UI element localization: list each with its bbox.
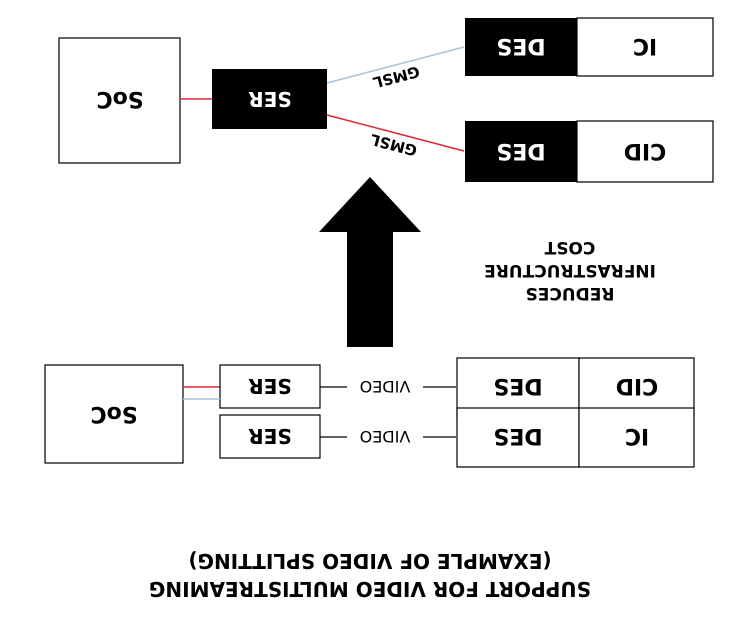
before-video-label-ic: VIDEO bbox=[360, 427, 411, 446]
caption-subtitle: (EXAMPLE OF VIDEO SPLITTING) bbox=[188, 549, 551, 573]
after-gmsl-line-cid bbox=[326, 114, 465, 152]
before-video-label-cid: VIDEO bbox=[360, 377, 411, 396]
after-soc-box bbox=[58, 37, 181, 164]
after-sink-box-cid bbox=[576, 120, 714, 183]
transition-arrow bbox=[319, 177, 421, 347]
before-ser-box-cid bbox=[219, 364, 321, 409]
after-ser-box[interactable] bbox=[212, 69, 327, 129]
after-gmsl-label-cid: GMSL bbox=[368, 130, 419, 160]
after-soc-label: SoC bbox=[96, 86, 143, 111]
before-des-box-ic bbox=[456, 407, 580, 468]
before-ser-label-cid: SER bbox=[248, 374, 291, 398]
after-des-label-cid: DES bbox=[496, 138, 545, 163]
before-des-box-cid bbox=[456, 357, 580, 418]
before-des-label-cid: DES bbox=[493, 373, 542, 398]
transition-line-3: COST bbox=[544, 237, 595, 257]
caption-title: SUPPORT FOR VIDEO MULTISTREAMING bbox=[149, 577, 591, 601]
before-sink-label-cid: CID bbox=[616, 373, 659, 398]
after-sink-label-ic: IC bbox=[633, 33, 657, 58]
before-soc-label: SoC bbox=[90, 401, 137, 426]
before-soc-box bbox=[44, 364, 184, 464]
transition-line-1: REDUCES bbox=[526, 283, 615, 303]
before-sink-label-ic: IC bbox=[625, 423, 649, 448]
transition-line-2: INFRASTRUCTURE bbox=[484, 260, 656, 280]
after-des-label-ic: DES bbox=[496, 33, 545, 58]
after-ser-label: SER bbox=[248, 87, 291, 111]
after-sink-label-cid: CID bbox=[624, 138, 667, 163]
before-sink-box-cid bbox=[578, 357, 695, 418]
after-des-box-cid bbox=[465, 121, 577, 182]
after-sink-box-ic bbox=[576, 17, 714, 77]
after-gmsl-line-ic bbox=[326, 46, 465, 84]
before-des-label-ic: DES bbox=[493, 423, 542, 448]
after-gmsl-label-ic: GMSL bbox=[371, 62, 422, 92]
after-des-box-ic bbox=[465, 18, 577, 76]
before-ser-label-ic: SER bbox=[248, 424, 291, 448]
before-sink-box-ic bbox=[578, 407, 695, 468]
